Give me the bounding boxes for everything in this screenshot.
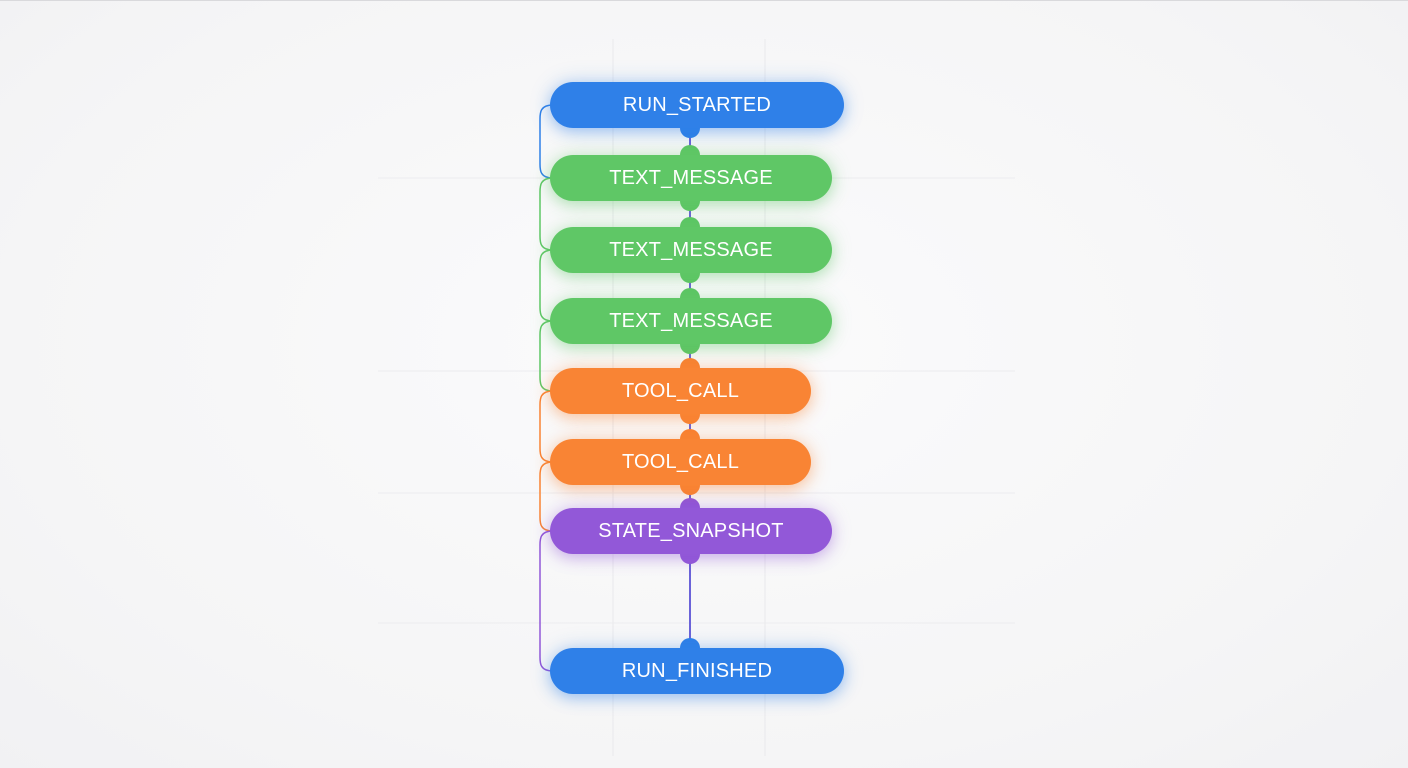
event-node-text-message: TEXT_MESSAGE [550,298,832,344]
left-connector-line [539,104,554,179]
event-node-label: RUN_STARTED [622,93,772,116]
event-node-text-message: TEXT_MESSAGE [550,227,832,273]
event-node-label: TEXT_MESSAGE [609,309,773,332]
event-node-label: TEXT_MESSAGE [609,238,773,261]
event-node-label: RUN_FINISHED [621,659,773,682]
event-node-text-message: TEXT_MESSAGE [550,155,832,201]
left-connector-line [539,177,554,251]
event-node-state-snapshot: STATE_SNAPSHOT [550,508,832,554]
event-node-label: TOOL_CALL [621,450,740,473]
event-node-tool-call: TOOL_CALL [550,368,811,414]
left-connector-line [539,249,554,322]
event-node-run-finished: RUN_FINISHED [550,648,844,694]
event-node-label: TEXT_MESSAGE [609,166,773,189]
event-node-label: TOOL_CALL [621,379,740,402]
left-connector-line [539,461,554,532]
event-node-label: STATE_SNAPSHOT [598,519,784,542]
left-connector-line [539,320,554,392]
event-node-tool-call: TOOL_CALL [550,439,811,485]
event-node-run-started: RUN_STARTED [550,82,844,128]
left-connector-line [539,530,554,672]
left-connector-line [539,390,554,463]
